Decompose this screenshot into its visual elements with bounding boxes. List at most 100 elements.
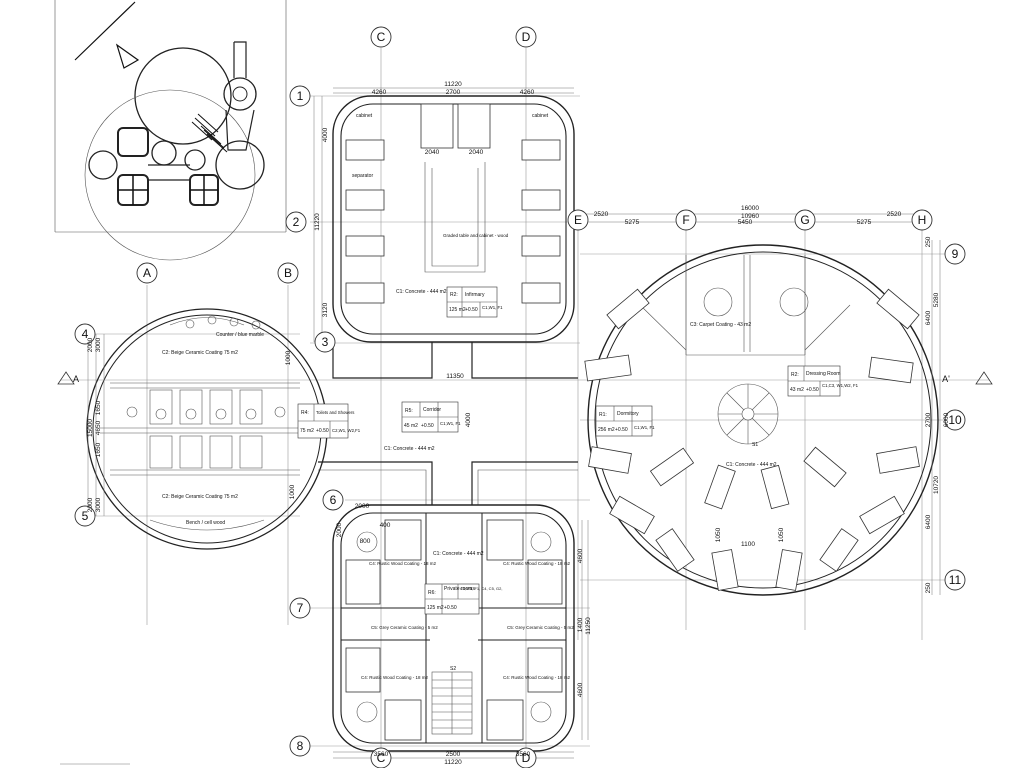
svg-text:75 m2: 75 m2 — [300, 428, 314, 434]
svg-text:125 m2: 125 m2 — [449, 307, 466, 313]
svg-text:R4:: R4: — [301, 410, 309, 416]
svg-text:D: D — [522, 30, 531, 44]
note-c1-top: C1: Concrete - 444 m2 — [396, 289, 447, 295]
dim-bottom-r2: 1400 — [577, 617, 584, 632]
dim-bottom-left: 3560 — [374, 751, 389, 758]
dim-right-v5: 6000 — [943, 412, 950, 427]
svg-text:R5:: R5: — [405, 408, 413, 414]
dim-right-small1: 1050 — [715, 527, 722, 542]
axis-bubble-d-bottom: D — [515, 747, 537, 768]
room-tag-infirmary: R2: Infirmary 125 m2 +0.50 C1,W1, F1 — [446, 286, 503, 318]
svg-text:43 m2: 43 m2 — [790, 387, 804, 393]
note-cabinet-left: cabinet — [356, 113, 373, 119]
svg-text:Infirmary: Infirmary — [465, 292, 485, 298]
svg-text:Dressing Room: Dressing Room — [806, 371, 840, 377]
note-c5-right: C5: Grey Ceramic Coating - 5 m2 — [507, 625, 574, 630]
axis-bubble-f: F — [675, 209, 697, 231]
svg-text:C2,W1, W2,F1: C2,W1, W2,F1 — [332, 428, 361, 433]
svg-text:Private rooms: Private rooms — [444, 586, 475, 592]
dim-left-v5: 4650 — [95, 420, 102, 435]
dim-right-v6: 10720 — [933, 476, 940, 494]
room-tag-private-rooms: R6: Private rooms 125 m2 +0.50 C1,W1, F1… — [424, 583, 502, 615]
dim-top-mid: 2700 — [446, 89, 461, 96]
svg-text:+0.50: +0.50 — [421, 423, 434, 429]
dim-right-v2: 5280 — [933, 292, 940, 307]
dim-left-v7: 1650 — [95, 442, 102, 457]
dim-top-side-upper: 4000 — [322, 127, 329, 142]
svg-text:C1,C3, W1,W2, F1: C1,C3, W1,W2, F1 — [822, 383, 859, 388]
svg-text:256 m2: 256 m2 — [598, 427, 615, 433]
dim-cross: 11350 — [446, 373, 464, 380]
note-c4-bottom-left: C4: Rustic Wood Coating - 18 m2 — [361, 675, 428, 680]
dim-left-v2: 3000 — [95, 337, 102, 352]
dim-right-s4: 5275 — [857, 219, 872, 226]
svg-text:6: 6 — [330, 493, 337, 507]
dim-top-side-lower: 3120 — [322, 302, 329, 317]
svg-text:8: 8 — [297, 739, 304, 753]
dim-left-v3: 1000 — [285, 350, 292, 365]
svg-text:3: 3 — [322, 335, 329, 349]
annotations: cabinet cabinet separator Graded table a… — [162, 113, 777, 680]
dim-top-bed-right: 2040 — [469, 149, 484, 156]
axis-bubble-e: E — [567, 209, 589, 231]
svg-text:+0.50: +0.50 — [615, 427, 628, 433]
note-c5-left: C5: Grey Ceramic Coating - 5 m2 — [371, 625, 438, 630]
dim-right-s2: 5275 — [625, 219, 640, 226]
axis-bubble-7: 7 — [289, 597, 311, 619]
svg-text:H: H — [918, 213, 927, 227]
svg-text:C1,W1, F1: C1,W1, F1 — [634, 425, 655, 430]
svg-text:C: C — [377, 30, 386, 44]
dim-right-total: 16000 — [741, 205, 759, 212]
svg-text:4: 4 — [82, 327, 89, 341]
axis-bubble-a: A — [136, 262, 158, 284]
axis-bubble-6: 6 — [322, 489, 344, 511]
svg-text:G: G — [800, 213, 809, 227]
note-c2-bottom: C2: Beige Ceramic Coating 75 m2 — [162, 494, 238, 500]
axis-bubble-1: 1 — [289, 85, 311, 107]
note-stair-s1: S1 — [752, 442, 758, 448]
svg-text:A': A' — [942, 374, 950, 384]
svg-text:C1,W1, F1: C1,W1, F1 — [440, 421, 461, 426]
dim-right-inner-w: 1100 — [741, 541, 755, 548]
dim-right-s1: 2520 — [594, 211, 609, 218]
section-marker-a-prime: A' — [942, 371, 993, 385]
dim-bottom-800: 800 — [360, 538, 371, 545]
svg-text:Toilets and Showers: Toilets and Showers — [316, 410, 354, 415]
axis-bubble-9: 9 — [944, 243, 966, 265]
dim-bottom-r1: 4600 — [577, 548, 584, 563]
dim-left-v6: 15000 — [87, 419, 94, 437]
dim-center-v: 4000 — [465, 412, 472, 427]
dim-left-v1: 2000 — [87, 337, 94, 352]
svg-text:R2:: R2: — [791, 372, 799, 378]
svg-text:10: 10 — [948, 413, 962, 427]
grid-bubbles: C D C D A B E F G H 1 2 3 4 5 6 7 8 9 10… — [74, 26, 966, 768]
dim-top-bed-left: 2040 — [425, 149, 440, 156]
dim-bottom-total: 11220 — [444, 759, 462, 766]
svg-text:E: E — [574, 213, 582, 227]
room-tag-toilets: R4: Toilets and Showers 75 m2 +0.50 C2,W… — [297, 403, 361, 439]
axis-bubble-5: 5 — [74, 505, 96, 527]
room-tag-dressing-room: R2: Dressing Room 43 m2 +0.50 C1,C3, W1,… — [787, 365, 859, 397]
dim-left-v9: 3000 — [95, 497, 102, 512]
dim-bottom-mid: 2500 — [446, 751, 461, 758]
svg-text:A: A — [73, 374, 79, 384]
dim-top-right: 4260 — [520, 89, 535, 96]
north-arrow-icon — [74, 1, 140, 69]
note-cabinet-right: cabinet — [532, 113, 549, 119]
svg-text:+0.50: +0.50 — [444, 605, 457, 611]
note-c1-right: C1: Concrete - 444 m2 — [726, 462, 777, 468]
svg-text:A: A — [143, 266, 151, 280]
note-counter: Counter / blue marble — [216, 332, 264, 338]
svg-text:+0.50: +0.50 — [465, 307, 478, 313]
svg-text:125 m2: 125 m2 — [427, 605, 444, 611]
axis-bubble-d-top: D — [515, 26, 537, 48]
note-separator: separator — [352, 173, 373, 179]
note-c4-bottom-right: C4: Rustic Wood Coating - 18 m2 — [503, 675, 570, 680]
svg-text:45 m2: 45 m2 — [404, 423, 418, 429]
note-c4-top-right: C4: Rustic Wood Coating - 18 m2 — [503, 561, 570, 566]
key-plan — [54, 0, 287, 261]
axis-bubble-c-bottom: C — [370, 747, 392, 768]
svg-text:R2:: R2: — [450, 292, 458, 298]
note-stair-s2: S2 — [450, 666, 456, 672]
straight-stair — [431, 671, 473, 735]
